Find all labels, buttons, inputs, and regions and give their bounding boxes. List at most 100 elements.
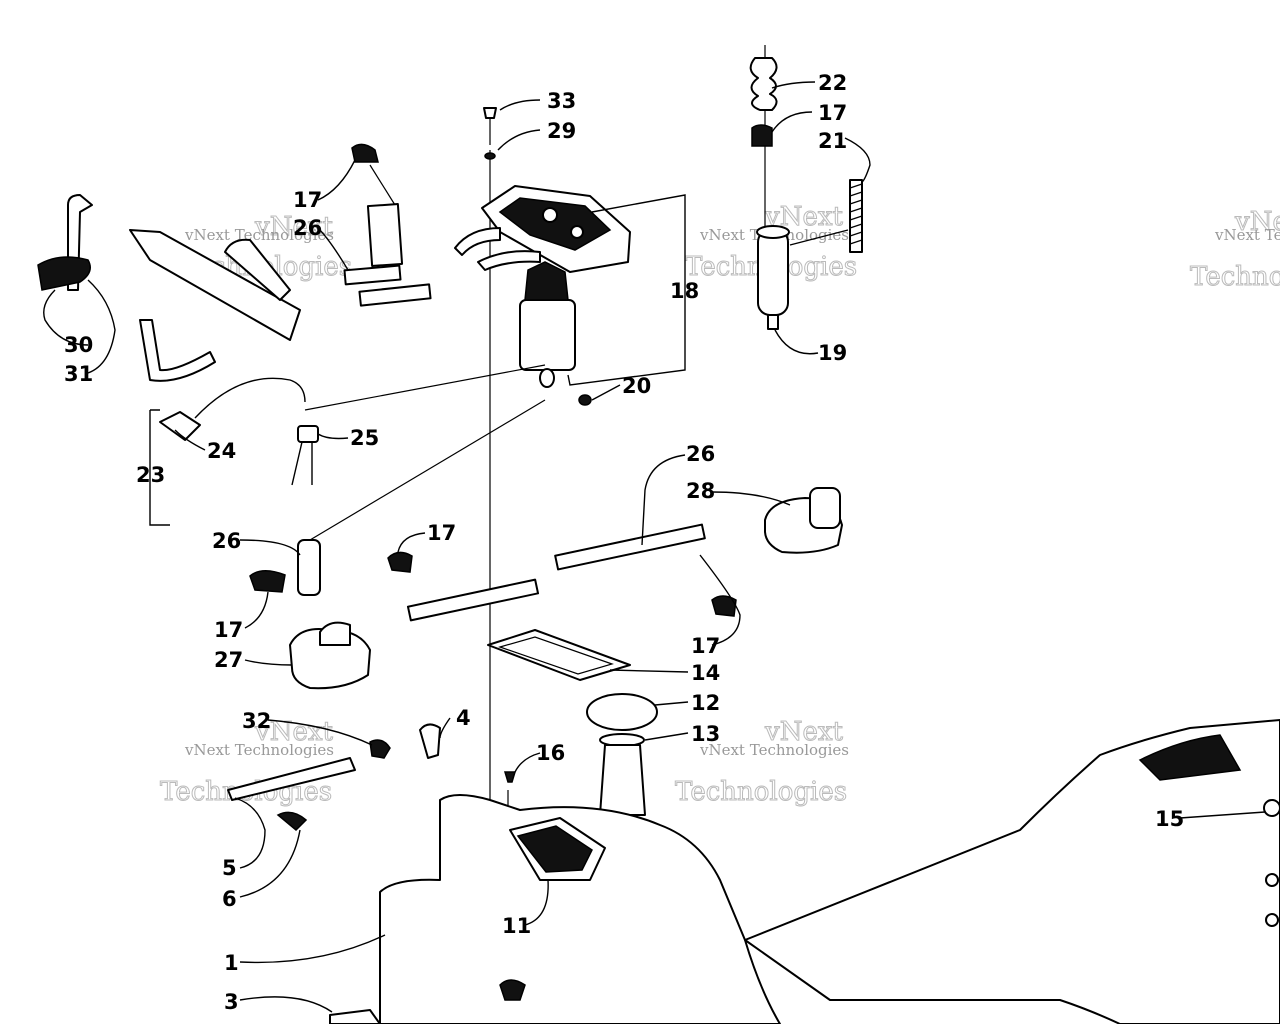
fastener-15 (1263, 799, 1280, 817)
pump-spring (524, 261, 569, 301)
leader-13 (644, 732, 689, 741)
callout-3: 3 (224, 990, 239, 1014)
callout-21: 21 (818, 129, 847, 153)
hose-26-short (343, 264, 402, 286)
fasteners-top (483, 107, 592, 406)
harness-to-pump (304, 364, 546, 411)
pump-body (519, 299, 576, 371)
callout-1: 1 (224, 951, 239, 975)
hose-5 (227, 757, 356, 801)
hose-lower-diagonal (406, 578, 540, 622)
pump-outlet-tube-2 (477, 250, 541, 271)
connector-24 (159, 411, 201, 441)
chassis-hood (744, 719, 1280, 1024)
callout-14: 14 (691, 661, 720, 685)
svg-text:vNext Technologies: vNext Technologies (184, 741, 334, 759)
clamp-17-mid (387, 551, 413, 573)
inline-fuel-pump (749, 45, 863, 330)
clamp-17-top (751, 124, 773, 147)
leader-24 (174, 429, 206, 451)
leader-17-top (771, 111, 813, 133)
callout-17-top: 17 (818, 101, 847, 125)
leader-17-clamp (369, 164, 396, 206)
callout-30: 30 (64, 333, 93, 357)
hose-26-vertical (297, 539, 321, 596)
callout-33: 32 (242, 709, 271, 733)
leader-25 (317, 433, 349, 440)
fastener-lower (1265, 873, 1279, 887)
bracket-18 (567, 194, 686, 386)
leader-17-mid (397, 532, 426, 553)
leader-15 (1179, 811, 1266, 819)
filter-outlet (767, 314, 779, 330)
fuel-cap-group (487, 629, 658, 816)
pump-flange-detail (498, 197, 612, 251)
washer-29 (484, 152, 496, 160)
clamp-3 (499, 979, 526, 1001)
pump-port (542, 207, 558, 223)
hood-vent (1138, 734, 1242, 781)
leader-16 (514, 752, 541, 773)
leader-28 (711, 491, 791, 506)
leader-lines (43, 81, 1266, 1013)
leader-21 (844, 137, 871, 183)
fuel-tank-chassis (329, 719, 1280, 1024)
callout-labels: 33 29 22 17 21 18 19 20 17 26 30 31 24 2… (64, 71, 1184, 1014)
wires-25 (291, 441, 313, 486)
callout-12: 12 (691, 691, 720, 715)
pump-strainer (539, 368, 555, 388)
callout-19: 19 (818, 341, 847, 365)
clamp-17-upper (351, 143, 379, 163)
wire-harness (149, 364, 546, 526)
fitting-33 (369, 739, 391, 759)
leader-3 (239, 996, 333, 1013)
clamp-17-right (711, 595, 737, 617)
fuel-line-left (37, 194, 301, 382)
callout-20: 20 (622, 374, 651, 398)
callout-29: 29 (547, 119, 576, 143)
bracket-23 (149, 409, 170, 526)
t-fitting-body (129, 229, 301, 341)
leader-4 (439, 717, 451, 739)
tank-opening-dark (516, 825, 593, 873)
line-21-filter (789, 229, 849, 246)
filter-top (756, 225, 790, 239)
elbow-4 (419, 723, 441, 759)
callout-17-right: 17 (691, 634, 720, 658)
leader-20 (591, 384, 621, 401)
svg-text:Technologies: Technologies (1190, 262, 1280, 292)
callout-4: 4 (456, 706, 471, 730)
spring-coils (849, 183, 863, 245)
svg-text:vNext Technologies: vNext Technologies (1214, 226, 1280, 244)
leader-26-right (641, 454, 686, 546)
hose-lower-elbow (139, 319, 216, 382)
filter-body-19 (757, 229, 789, 316)
leader-32 (499, 99, 541, 111)
leader-30 (43, 289, 89, 346)
clamp-hose-upper-left (343, 143, 432, 307)
pump-outlet-tube (454, 227, 501, 256)
clamp-17-left (249, 570, 286, 593)
callout-31: 31 (64, 362, 93, 386)
fastener-lower-2 (1265, 913, 1279, 927)
connector-25 (297, 425, 319, 443)
leader-6 (239, 829, 301, 898)
fuel-cap-12 (586, 693, 658, 731)
hose-pad (366, 203, 404, 267)
callout-5: 5 (222, 856, 237, 880)
leader-19 (774, 329, 819, 355)
callout-15: 15 (1155, 807, 1184, 831)
leader-31 (87, 279, 116, 374)
callout-25: 25 (350, 426, 379, 450)
svg-text:vNext: vNext (254, 717, 333, 747)
hose-26-long (358, 283, 432, 307)
wire-harness-cable (194, 377, 306, 419)
watermark-5: vNext vNext Technologies Technologies (675, 717, 850, 808)
callout-27: 27 (214, 648, 243, 672)
screw-32 (483, 107, 497, 119)
svg-text:vNext: vNext (1234, 207, 1280, 237)
svg-text:vNext: vNext (764, 717, 843, 747)
hose-to-pump (309, 399, 546, 541)
pump-28-top (809, 487, 841, 529)
callout-23: 23 (136, 463, 165, 487)
